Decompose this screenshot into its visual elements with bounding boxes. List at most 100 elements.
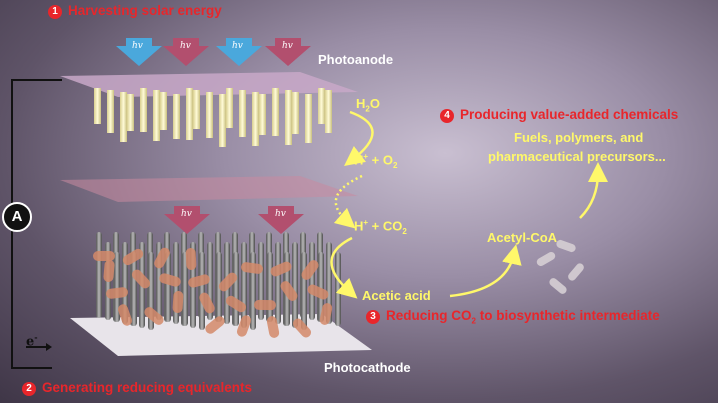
bacterium	[225, 295, 247, 313]
cathode-nanowire	[309, 242, 315, 320]
bacterium	[106, 287, 128, 299]
bacterium	[319, 303, 333, 325]
cathode-nanowire	[275, 242, 281, 324]
hv-label-6: hv	[275, 209, 286, 219]
anode-nanowire	[239, 90, 246, 137]
anode-nanowire	[318, 88, 325, 124]
bacterium	[254, 299, 276, 311]
bacterium	[307, 284, 329, 300]
bacterium	[280, 281, 298, 301]
photocathode-nanowires	[96, 232, 341, 330]
anode-nanowire	[325, 90, 332, 133]
step-3-number: 3	[366, 310, 380, 324]
photoanode-nanowires	[94, 88, 332, 147]
anode-nanowire	[107, 90, 114, 133]
species-acetyl-coa: Acetyl-CoA	[487, 230, 558, 245]
anode-nanowire	[127, 94, 134, 131]
hv-label-2: hv	[180, 41, 191, 51]
anode-nanowire	[120, 92, 127, 142]
bacterium	[185, 248, 197, 270]
bacterium	[301, 260, 319, 280]
bacterium	[144, 307, 164, 325]
photoanode-label: Photoanode	[318, 52, 394, 67]
cathode-nanowire	[241, 242, 247, 328]
cathode-nanowire	[165, 252, 171, 322]
bacterium	[154, 247, 170, 269]
anode-nanowire	[193, 90, 200, 129]
step-1-number: 1	[48, 5, 62, 19]
bacterium	[241, 262, 263, 274]
electron-label: e-	[26, 332, 38, 350]
anode-nanowire	[272, 88, 279, 136]
bacterium	[122, 248, 144, 266]
step-3-text-sub: 2	[471, 316, 476, 326]
light-arrows-cathode	[164, 206, 304, 234]
species-h2o: H2O	[356, 96, 380, 114]
arrow-acetylcoa-to-products	[579, 162, 608, 219]
anode-nanowire	[94, 88, 101, 124]
bacterium	[270, 261, 292, 277]
step-2-number: 2	[22, 382, 36, 396]
products-line-2: pharmaceutical precursors...	[488, 149, 666, 164]
bacterium	[266, 316, 280, 338]
anode-nanowire	[160, 92, 167, 130]
bacterium	[131, 269, 151, 289]
hv-label-3: hv	[232, 41, 243, 51]
step-2-text: Generating reducing equivalents	[42, 380, 253, 395]
free-bacteria	[536, 239, 584, 294]
hv-label-1: hv	[132, 41, 143, 51]
anode-nanowire	[252, 92, 259, 146]
step-4-number: 4	[440, 109, 454, 123]
species-acetic-acid: Acetic acid	[362, 288, 431, 303]
anode-nanowire	[226, 88, 233, 128]
cathode-nanowire	[335, 252, 341, 326]
arrow-co2-to-acetate	[330, 236, 358, 299]
bacteria-cluster	[93, 247, 333, 338]
step-4-label: 4 Producing value-added chemicals	[440, 107, 678, 123]
arrow-h2o-to-o2	[344, 110, 374, 167]
membrane	[60, 176, 358, 202]
bacterium	[218, 272, 238, 292]
arrow-acetate-to-acetylcoa	[449, 244, 522, 298]
anode-nanowire	[259, 94, 266, 135]
cathode-nanowire	[318, 252, 324, 322]
bacterium	[172, 291, 184, 313]
cathode-nanowire	[114, 252, 120, 322]
products-line-1: Fuels, polymers, and	[514, 130, 644, 145]
cathode-nanowire	[292, 242, 298, 328]
step-1-label: 1 Harvesting solar energy	[48, 3, 222, 19]
species-h-co2: H+ + CO2	[354, 218, 407, 236]
bacterium	[93, 251, 115, 261]
bacterium	[118, 304, 132, 326]
step-3-text-a: Reducing CO	[386, 308, 472, 323]
bacterium	[199, 292, 215, 314]
photocathode-label: Photocathode	[324, 360, 411, 375]
cathode-nanowire	[301, 252, 307, 330]
hv-label-4: hv	[282, 41, 293, 51]
hv-label-5: hv	[181, 209, 192, 219]
cathode-nanowire	[182, 252, 188, 326]
bacterium	[292, 318, 312, 338]
anode-nanowire	[219, 94, 226, 147]
step-3-text-b: to biosynthetic intermediate	[475, 308, 660, 323]
bacterium	[159, 273, 181, 287]
anode-nanowire	[140, 88, 147, 132]
cathode-nanowire	[199, 252, 205, 330]
anode-nanowire	[153, 90, 160, 141]
step-4-text: Producing value-added chemicals	[460, 107, 679, 122]
anode-nanowire	[206, 92, 213, 138]
bacterium	[236, 315, 252, 337]
bacterium	[103, 260, 115, 282]
species-h-o2: H+ + O2	[354, 152, 398, 170]
anode-nanowire	[285, 90, 292, 145]
anode-nanowire	[173, 94, 180, 139]
cathode-nanowire	[233, 252, 239, 326]
anode-nanowire	[186, 88, 193, 140]
step-1-text: Harvesting solar energy	[68, 3, 222, 18]
ammeter-icon: A	[2, 202, 32, 232]
bacterium	[188, 274, 210, 288]
light-arrows-top	[116, 38, 311, 66]
photoanode-plate	[60, 72, 358, 97]
